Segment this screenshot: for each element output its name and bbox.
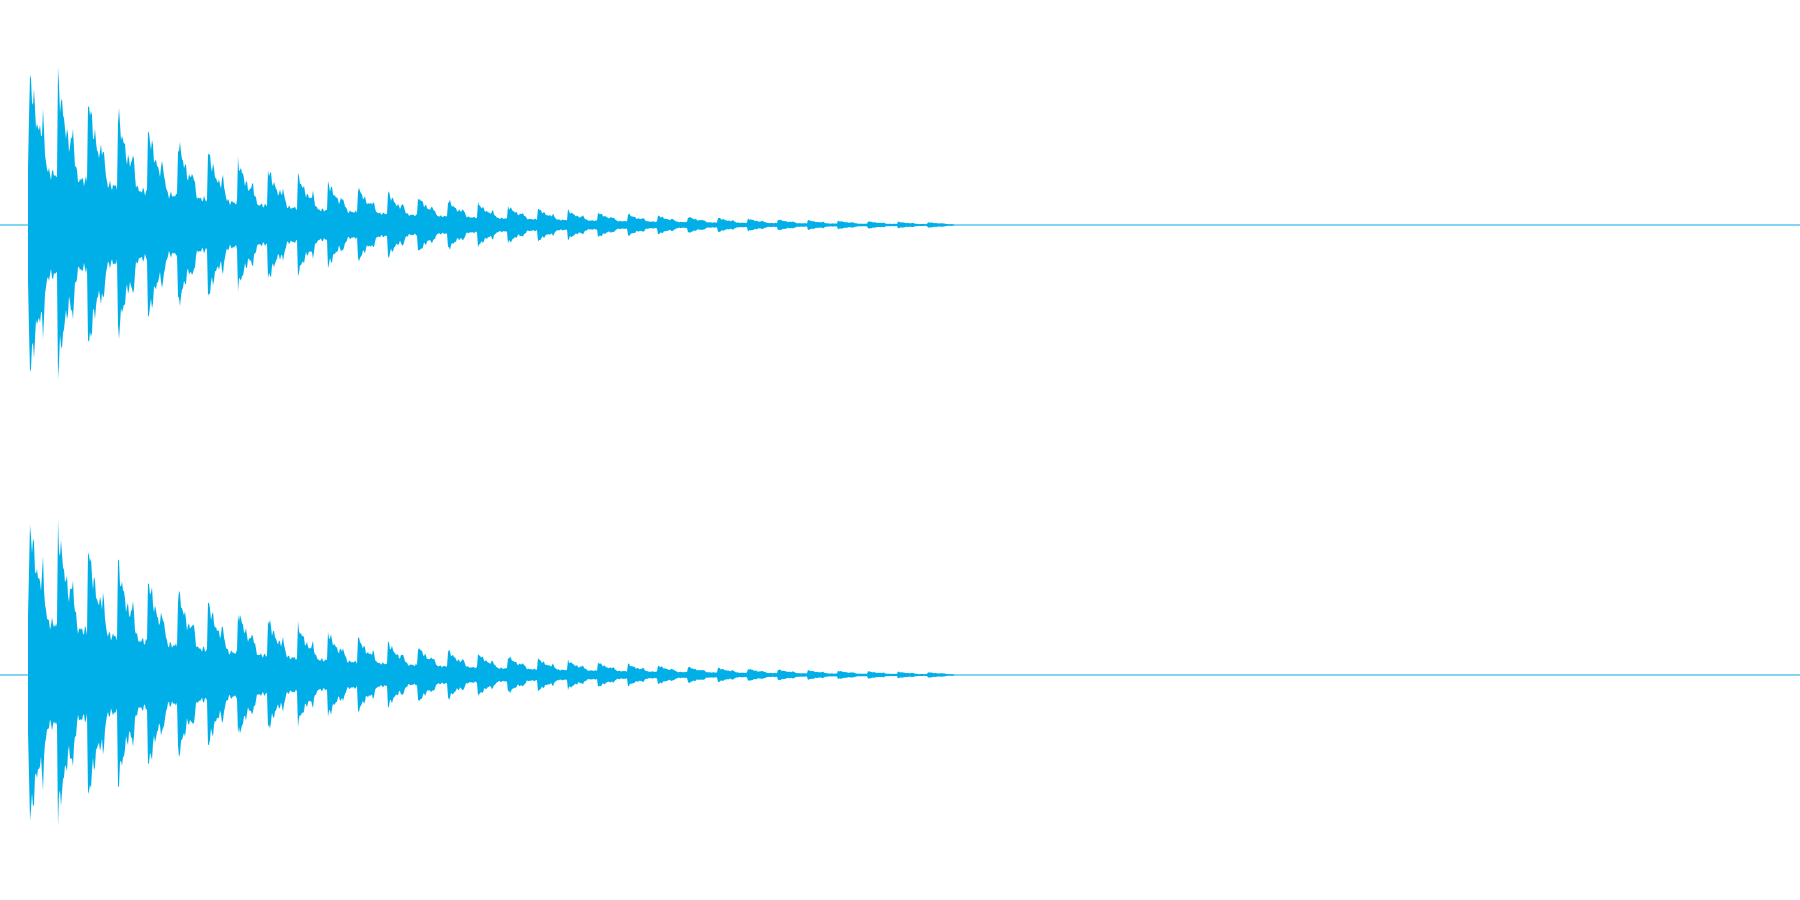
channel-bottom-waveform <box>28 519 954 826</box>
channel-top-waveform <box>28 67 954 380</box>
channel-bottom <box>0 519 1800 826</box>
channel-top <box>0 67 1800 380</box>
